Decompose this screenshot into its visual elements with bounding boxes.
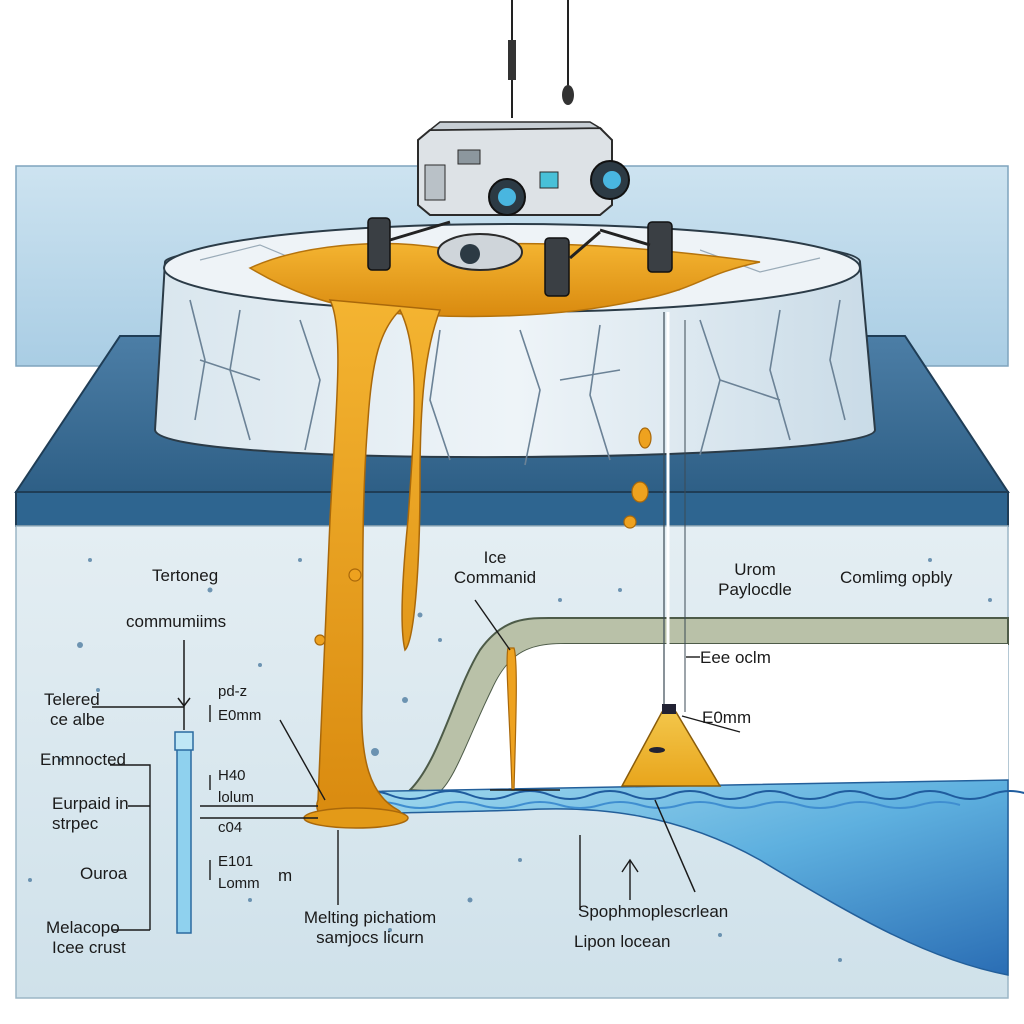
label-enmocted: Enmnocted [40, 750, 126, 769]
annotation-lines [92, 599, 741, 931]
label-eomm-left: E0mm [218, 707, 262, 724]
label-melting-line1: Melting pichatiom [303, 908, 437, 927]
label-uron-payload: Urom Paylocdle [700, 560, 810, 600]
label-eomm-right: E0mm [702, 708, 752, 727]
label-lolum: lolum [218, 789, 254, 806]
label-uron-payload-line2: Paylocdle [718, 580, 792, 599]
label-ice-command-line2: Commanid [453, 568, 537, 587]
label-melting-line2: samjocs licurn [316, 928, 424, 947]
label-uron-payload-line1: Urom [734, 560, 776, 579]
subsurface-ocean [339, 779, 1009, 976]
label-melting: Melting pichatiom samjocs licurn [270, 908, 470, 948]
label-melacop-line1: Melacopo [46, 918, 120, 937]
melt-main-drip [316, 299, 442, 827]
label-communims: commumiims [126, 612, 227, 631]
label-telered-line2: ce albe [50, 710, 105, 729]
ocean-guide-line [654, 799, 696, 893]
label-ice-command-line1: Ice [483, 548, 507, 567]
melt-splash [303, 807, 409, 829]
label-ouroa: Ouroa [80, 864, 128, 883]
melting-probe-icon [620, 704, 722, 787]
label-c04: c04 [218, 819, 243, 836]
ice-surface-edge [15, 491, 1009, 527]
label-eurpaid-line2: strpec [52, 814, 99, 833]
ocean-cavity [440, 644, 1008, 792]
ocean-waves [349, 790, 1024, 809]
label-telered: Telered ce albe [44, 690, 105, 730]
label-ice-command: Ice Commanid [440, 548, 550, 588]
label-h40: H40 [218, 767, 246, 784]
label-pd: pd-z [218, 683, 248, 700]
label-tertoneg: Tertoneg [152, 566, 219, 585]
label-e101: E101 [218, 853, 254, 870]
label-comling: Comlimg opbly [840, 568, 953, 587]
label-spop: Spophmoplescrlean [578, 902, 729, 921]
label-m-symbol: m [278, 866, 293, 885]
ice-block-cracks [189, 299, 846, 466]
label-melacop-line2: Icee crust [52, 938, 126, 957]
label-telered-line1: Telered [44, 690, 100, 709]
label-upon-ocean: Lipon locean [574, 932, 671, 951]
label-melacop: Melacopo Icee crust [46, 918, 126, 958]
thermal-probe-tube [174, 640, 194, 934]
label-eee-oclm: Eee oclm [700, 648, 771, 667]
label-lomm: Lomm [218, 875, 260, 892]
label-eurpaid-line1: Eurpaid in [52, 794, 129, 813]
label-eurpaid: Eurpaid in strpec [52, 794, 129, 834]
rover-probe-icon [367, 0, 673, 297]
